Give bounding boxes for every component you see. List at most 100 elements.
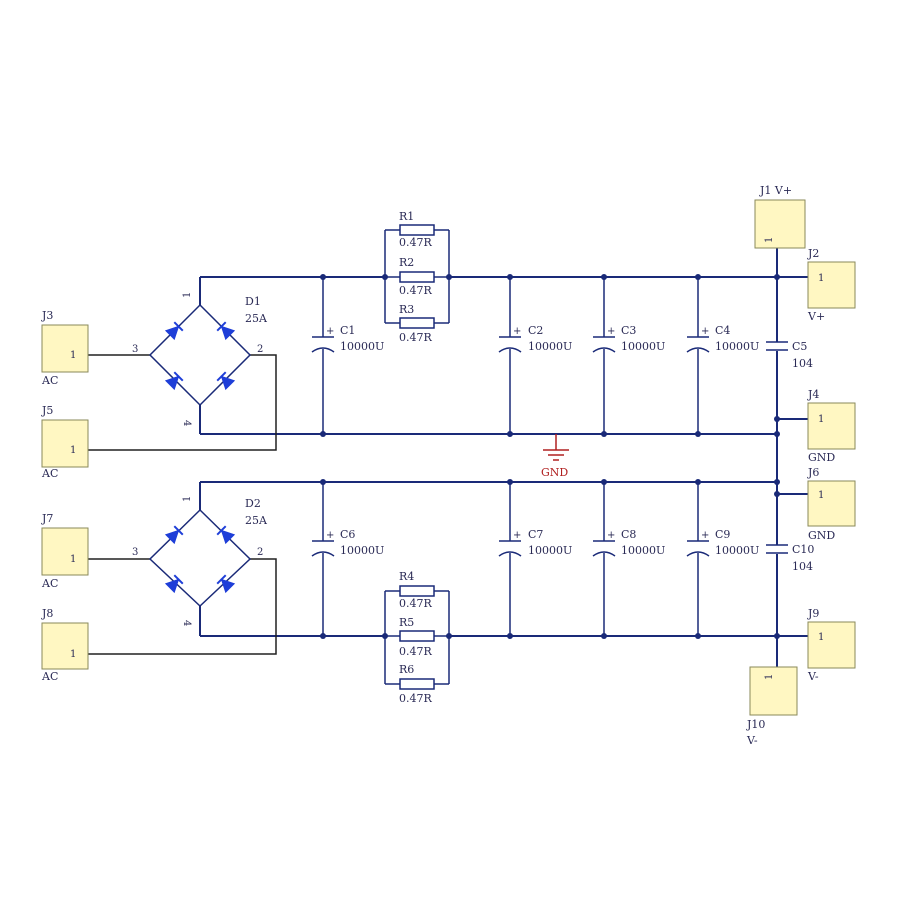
r6-value: 0.47R bbox=[399, 692, 432, 705]
resistor-r1[interactable]: R1 0.47R bbox=[399, 210, 435, 249]
c4-ref: C4 bbox=[715, 324, 730, 337]
c7-polarity: + bbox=[513, 530, 521, 541]
bridge-outline bbox=[148, 303, 252, 407]
capacitor-c4[interactable]: + C4 10000U bbox=[686, 324, 759, 353]
j10-net: V- bbox=[746, 734, 758, 747]
r4-ref: R4 bbox=[399, 570, 414, 583]
resistor-r4[interactable]: R4 0.47R bbox=[399, 570, 435, 610]
connector-j2[interactable]: 1 J2 V+ bbox=[807, 247, 856, 323]
d2-pin4: 4 bbox=[181, 620, 192, 626]
j6-ref: J6 bbox=[807, 466, 819, 479]
c4-polarity: + bbox=[701, 326, 709, 337]
r3-ref: R3 bbox=[399, 303, 414, 316]
d1-ref: D1 bbox=[245, 295, 261, 308]
j6-pin: 1 bbox=[818, 490, 824, 501]
c6-ref: C6 bbox=[340, 528, 355, 541]
resistor-r2[interactable]: R2 0.47R bbox=[399, 256, 435, 297]
c3-value: 10000U bbox=[621, 340, 665, 353]
capacitor-c1[interactable]: + C1 10000U bbox=[311, 324, 384, 353]
c8-ref: C8 bbox=[621, 528, 636, 541]
c9-polarity: + bbox=[701, 530, 709, 541]
diode-icon bbox=[216, 371, 236, 391]
diode-icon bbox=[164, 574, 184, 594]
d1-pin1: 1 bbox=[182, 292, 193, 298]
j10-pin: 1 bbox=[764, 674, 775, 680]
c3-ref: C3 bbox=[621, 324, 636, 337]
connector-j8[interactable]: 1 J8 AC bbox=[41, 607, 89, 683]
connector-j4[interactable]: 1 J4 GND bbox=[807, 388, 856, 464]
j3-pin: 1 bbox=[70, 350, 76, 361]
j5-pin: 1 bbox=[70, 445, 76, 456]
c5-value: 104 bbox=[792, 357, 813, 370]
c4-value: 10000U bbox=[715, 340, 759, 353]
j9-pin: 1 bbox=[818, 632, 824, 643]
capacitor-c3[interactable]: + C3 10000U bbox=[592, 324, 665, 353]
j9-ref: J9 bbox=[807, 607, 819, 620]
c10-ref: C10 bbox=[792, 543, 814, 556]
connector-j10[interactable]: 1 J10 V- bbox=[746, 666, 798, 747]
j2-pin: 1 bbox=[818, 273, 824, 284]
d1-pin4: 4 bbox=[181, 420, 192, 426]
j4-net: GND bbox=[808, 451, 835, 464]
capacitor-c8[interactable]: + C8 10000U bbox=[592, 528, 665, 557]
capacitor-c9[interactable]: + C9 10000U bbox=[686, 528, 759, 557]
c9-value: 10000U bbox=[715, 544, 759, 557]
c8-value: 10000U bbox=[621, 544, 665, 557]
capacitor-c10[interactable]: C10 104 bbox=[766, 543, 814, 573]
r6-ref: R6 bbox=[399, 663, 414, 676]
capacitor-c6[interactable]: + C6 10000U bbox=[311, 528, 384, 557]
j3-ref: J3 bbox=[41, 309, 53, 322]
resistor-r6[interactable]: R6 0.47R bbox=[399, 663, 435, 705]
c10-value: 104 bbox=[792, 560, 813, 573]
resistor-r3[interactable]: R3 0.47R bbox=[399, 303, 435, 344]
connector-j1[interactable]: 1 J1 V+ bbox=[754, 184, 806, 249]
connector-j3[interactable]: 1 J3 AC bbox=[41, 309, 89, 387]
d2-ref: D2 bbox=[245, 497, 261, 510]
r2-value: 0.47R bbox=[399, 284, 432, 297]
r5-value: 0.47R bbox=[399, 645, 432, 658]
bridge-rectifier-d1[interactable]: D1 25A 1 2 3 4 bbox=[132, 292, 268, 427]
j7-pin: 1 bbox=[70, 554, 76, 565]
ground-symbol: GND bbox=[541, 449, 569, 479]
diode-icon bbox=[216, 321, 236, 341]
r3-value: 0.47R bbox=[399, 331, 432, 344]
c6-value: 10000U bbox=[340, 544, 384, 557]
j2-ref: J2 bbox=[807, 247, 819, 260]
j5-ref: J5 bbox=[41, 404, 53, 417]
connector-j9[interactable]: 1 J9 V- bbox=[807, 607, 856, 683]
r5-ref: R5 bbox=[399, 616, 414, 629]
d1-pin3: 3 bbox=[132, 344, 138, 355]
j8-net: AC bbox=[41, 670, 58, 683]
c2-value: 10000U bbox=[528, 340, 572, 353]
ground-label: GND bbox=[541, 466, 568, 479]
resistor-r5[interactable]: R5 0.47R bbox=[399, 616, 435, 658]
capacitor-c5[interactable]: C5 104 bbox=[766, 340, 813, 370]
d2-pin2: 2 bbox=[257, 547, 263, 558]
c1-value: 10000U bbox=[340, 340, 384, 353]
j1-pin: 1 bbox=[764, 237, 775, 243]
bridge-rectifier-d2[interactable]: D2 25A 1 2 3 4 bbox=[132, 496, 268, 627]
j1-ref: J1 V+ bbox=[759, 184, 792, 197]
c3-polarity: + bbox=[607, 326, 615, 337]
wires bbox=[88, 229, 808, 692]
diode-icon bbox=[216, 574, 236, 594]
j8-ref: J8 bbox=[41, 607, 53, 620]
d2-pin1: 1 bbox=[182, 496, 193, 502]
j8-pin: 1 bbox=[70, 649, 76, 660]
connector-j5[interactable]: 1 J5 AC bbox=[41, 404, 89, 480]
capacitor-c2[interactable]: + C2 10000U bbox=[498, 324, 572, 353]
j4-pin: 1 bbox=[818, 414, 824, 425]
capacitor-c7[interactable]: + C7 10000U bbox=[498, 528, 572, 557]
j5-net: AC bbox=[41, 467, 58, 480]
c2-polarity: + bbox=[513, 326, 521, 337]
junctions bbox=[320, 274, 780, 639]
d2-pin3: 3 bbox=[132, 547, 138, 558]
j6-net: GND bbox=[808, 529, 835, 542]
c1-polarity: + bbox=[326, 326, 334, 337]
c2-ref: C2 bbox=[528, 324, 543, 337]
diode-icon bbox=[216, 525, 236, 545]
r1-ref: R1 bbox=[399, 210, 414, 223]
connector-j6[interactable]: 1 J6 GND bbox=[807, 466, 856, 542]
connector-j7[interactable]: 1 J7 AC bbox=[41, 512, 89, 590]
